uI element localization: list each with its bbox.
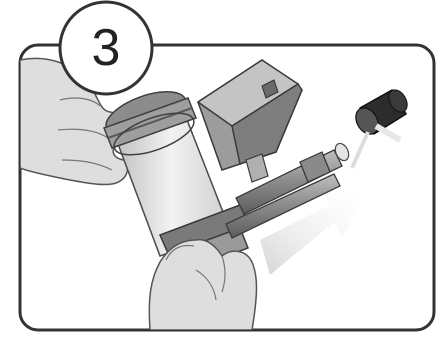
right-hand-icon <box>148 238 258 330</box>
direction-arrow-icon <box>260 190 365 275</box>
pump-housing-icon <box>196 59 303 183</box>
cap-icon <box>350 88 408 169</box>
step-badge <box>58 0 154 96</box>
shaft-tube <box>225 142 350 239</box>
